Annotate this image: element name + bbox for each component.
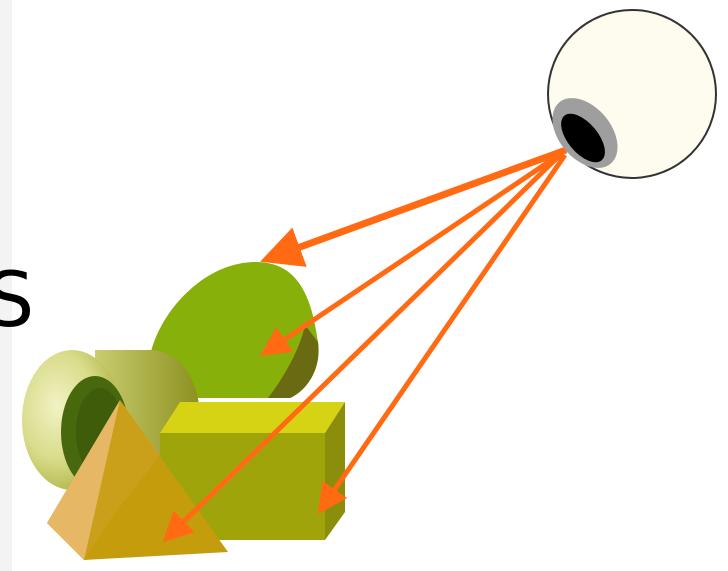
eye xyxy=(539,10,716,180)
ray-to-box xyxy=(322,155,565,508)
ray-to-ellipsoid-top xyxy=(270,150,566,258)
ray-to-ellipsoid-middle xyxy=(266,153,562,352)
